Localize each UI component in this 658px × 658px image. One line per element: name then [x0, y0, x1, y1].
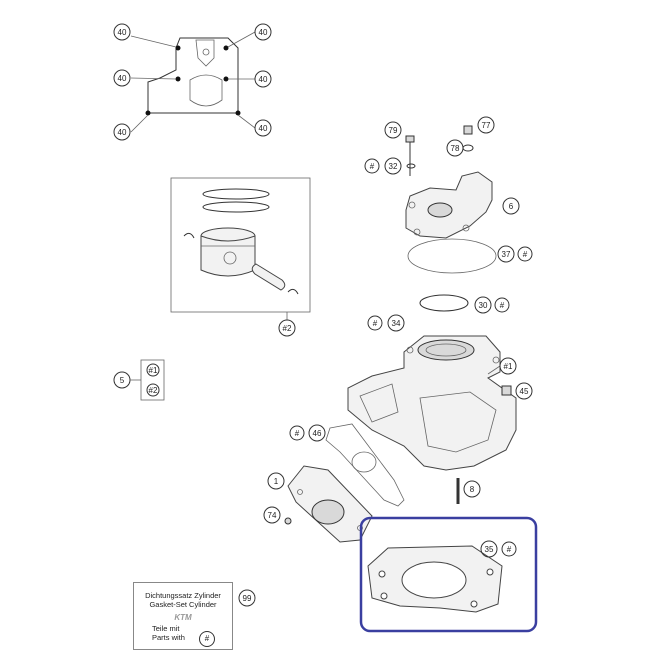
svg-text:79: 79: [389, 126, 398, 135]
svg-text:45: 45: [520, 387, 529, 396]
callout-46: # 46: [289, 424, 326, 442]
callout-6: 6: [502, 197, 520, 215]
callout-40-top-left: 40: [113, 23, 131, 41]
svg-text:34: 34: [392, 319, 401, 328]
svg-text:#1: #1: [504, 362, 513, 371]
svg-text:#2: #2: [283, 324, 292, 333]
svg-text:77: 77: [482, 121, 491, 130]
callout-37: 37 #: [497, 245, 533, 263]
callout-34: # 34: [367, 314, 405, 332]
kit-title-de: Dichtungssatz Zylinder: [145, 591, 221, 600]
base-gasket-35: [367, 545, 503, 613]
callout-99: 99: [238, 589, 256, 607]
svg-text:#: #: [507, 545, 512, 554]
legend-5: 5 #1 #2: [113, 359, 165, 401]
callout-hash2-piston: #2: [278, 319, 296, 337]
svg-text:#1: #1: [149, 366, 158, 375]
callout-40-top-right: 40: [254, 23, 272, 41]
svg-text:#: #: [373, 319, 378, 328]
svg-text:37: 37: [502, 250, 511, 259]
svg-text:32: 32: [389, 162, 398, 171]
svg-text:46: 46: [313, 429, 322, 438]
svg-text:40: 40: [118, 128, 127, 137]
svg-text:40: 40: [259, 124, 268, 133]
svg-text:30: 30: [479, 301, 488, 310]
callout-45: 45: [515, 382, 533, 400]
callout-hash1-cylinder: #1: [487, 357, 517, 375]
svg-text:5: 5: [120, 376, 125, 385]
kit-hash-symbol: #: [199, 631, 215, 647]
callout-40-mid-right: 40: [254, 70, 272, 88]
svg-text:74: 74: [268, 511, 277, 520]
callout-74: 74: [263, 506, 292, 525]
exhaust-gasket-46: [325, 423, 405, 507]
piston-assembly-box: [170, 177, 311, 320]
callout-79: 79: [384, 121, 402, 139]
cylinder-body: [347, 335, 517, 471]
callout-77: 77: [477, 116, 495, 134]
callout-40-mid-left: 40: [113, 69, 131, 87]
kit-parts-de: Teile mit: [152, 624, 180, 633]
cylinder-head-group: [405, 125, 497, 312]
callout-32: # 32: [364, 157, 402, 175]
callout-1: 1: [267, 472, 285, 490]
svg-text:#: #: [523, 250, 528, 259]
svg-text:78: 78: [451, 144, 460, 153]
callout-8: 8: [463, 480, 481, 498]
svg-text:1: 1: [274, 477, 279, 486]
ktm-logo: KTM: [174, 613, 192, 622]
kit-parts-en: Parts with: [152, 633, 185, 642]
svg-text:40: 40: [259, 28, 268, 37]
callout-30: 30 #: [474, 296, 510, 314]
exhaust-flange-1: [287, 465, 373, 543]
svg-text:#: #: [500, 301, 505, 310]
svg-text:6: 6: [509, 202, 514, 211]
callout-35: 35 #: [480, 540, 517, 558]
kit-title-en: Gasket-Set Cylinder: [149, 600, 217, 609]
intake-plate: [130, 31, 256, 133]
callout-40-bottom-left: 40: [113, 123, 131, 141]
svg-text:40: 40: [118, 28, 127, 37]
svg-text:40: 40: [118, 74, 127, 83]
svg-text:#2: #2: [149, 386, 158, 395]
callout-40-bottom-right: 40: [254, 119, 272, 137]
svg-text:99: 99: [243, 594, 252, 603]
svg-text:35: 35: [485, 545, 494, 554]
svg-text:#: #: [295, 429, 300, 438]
svg-text:#: #: [370, 162, 375, 171]
svg-text:40: 40: [259, 75, 268, 84]
gasket-kit-box: Dichtungssatz Zylinder Gasket-Set Cylind…: [133, 582, 233, 650]
callout-78: 78: [446, 139, 464, 157]
svg-text:8: 8: [470, 485, 475, 494]
highlight-frame[interactable]: [359, 516, 538, 633]
